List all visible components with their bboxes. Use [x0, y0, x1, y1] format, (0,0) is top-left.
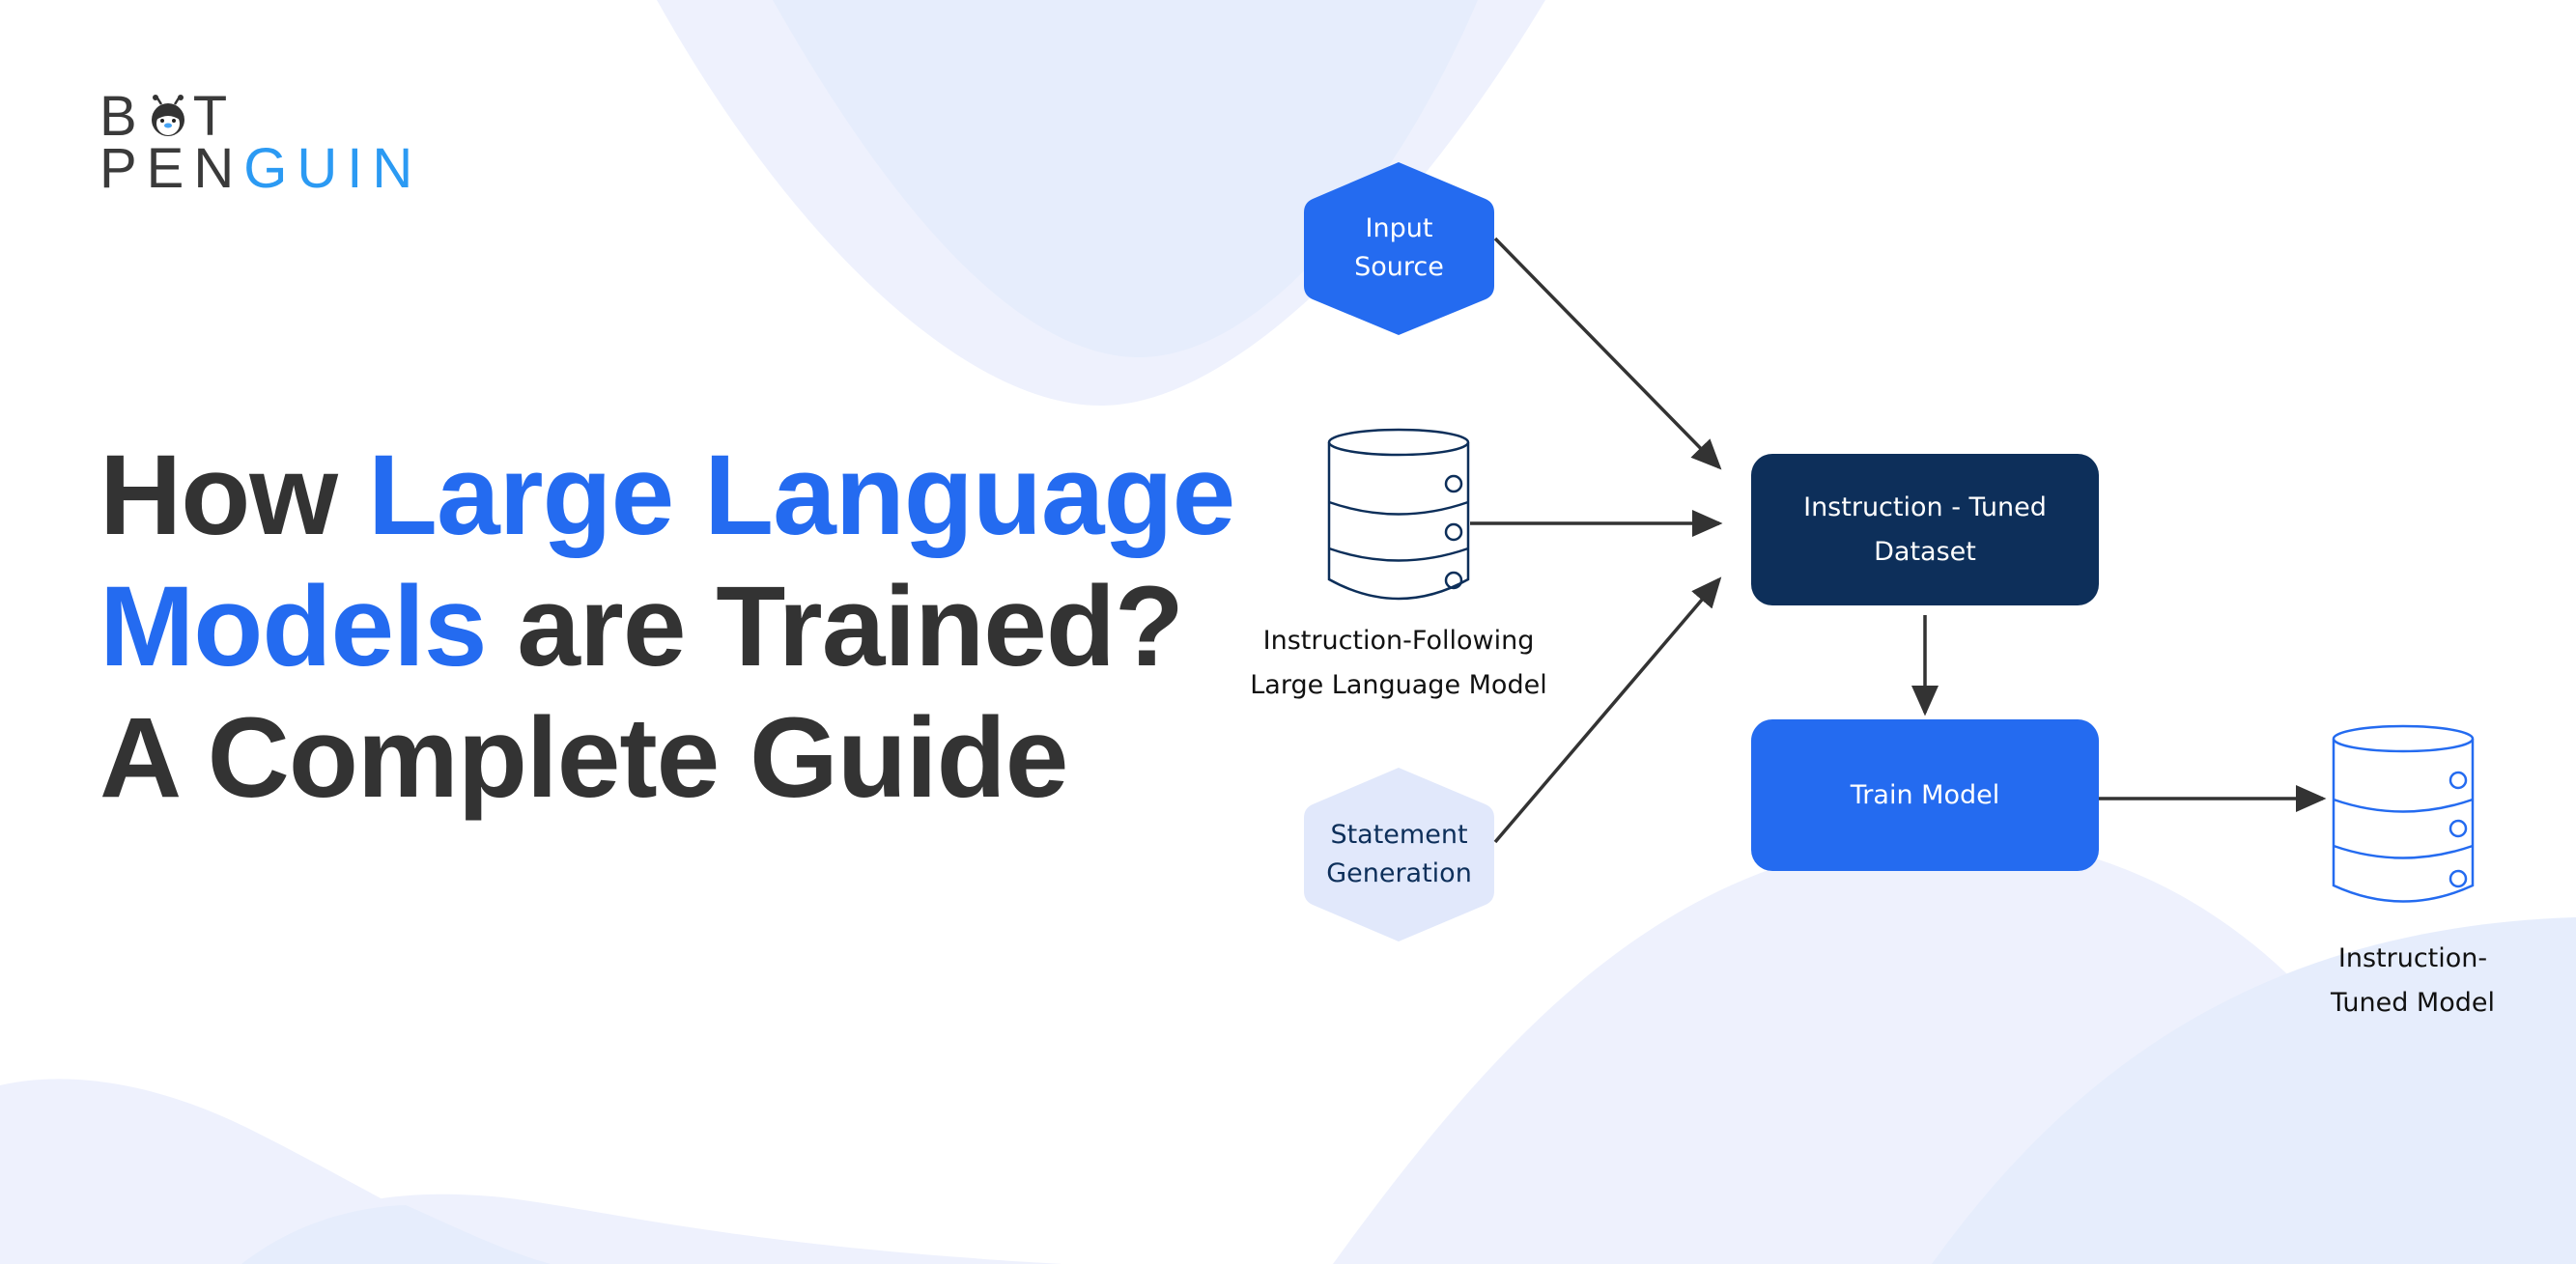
- page-title: How Large Language Models are Trained? A…: [99, 430, 1259, 824]
- input-source-line-2: Source: [1354, 252, 1444, 282]
- title-line-2: Models are Trained?: [99, 561, 1259, 692]
- tuned-model-label: Instruction- Tuned Model: [2258, 937, 2567, 1025]
- bottom-right-blob-2: [1932, 917, 2576, 1264]
- input-source-line-1: Input: [1365, 213, 1433, 243]
- input-source-label: Input Source: [1304, 210, 1494, 287]
- dataset-line-1: Instruction - Tuned: [1803, 492, 2047, 522]
- statement-line-1: Statement: [1330, 820, 1468, 850]
- train-model-label: Train Model: [1850, 779, 2000, 810]
- title-complete-guide: A Complete Guide: [99, 694, 1068, 822]
- tuned-model-line-2: Tuned Model: [2330, 988, 2495, 1018]
- logo-letter-t: T: [192, 85, 238, 148]
- penguin-head-icon: [151, 95, 184, 136]
- instruction-tuned-dataset-box: Instruction - Tuned Dataset: [1751, 454, 2099, 605]
- llm-label: Instruction-Following Large Language Mod…: [1205, 619, 1592, 708]
- logo-line-bot: B T: [99, 89, 237, 145]
- tuned-model-line-1: Instruction-: [2337, 943, 2488, 973]
- statement-generation-label: Statement Generation: [1304, 816, 1494, 893]
- logo-letter-b: B: [99, 85, 147, 148]
- title-highlight-models: Models: [99, 563, 487, 690]
- dataset-line-2: Dataset: [1874, 536, 1976, 567]
- title-highlight-large-language: Large Language: [367, 432, 1235, 559]
- top-blob-inner: [773, 0, 1478, 357]
- llm-label-line-2: Large Language Model: [1250, 670, 1547, 700]
- title-are-trained: are Trained?: [486, 563, 1184, 690]
- title-line-1: How Large Language: [99, 430, 1259, 561]
- title-how: How: [99, 432, 368, 559]
- logo-word-pen: PEN: [99, 137, 244, 200]
- logo-line-penguin: PENGUIN: [99, 141, 422, 197]
- botpenguin-logo: B T PENGUIN: [99, 85, 412, 197]
- bottom-left-blob-3: [241, 1205, 551, 1264]
- statement-line-2: Generation: [1326, 858, 1472, 888]
- logo-word-guin: GUIN: [243, 137, 423, 200]
- train-model-box: Train Model: [1751, 719, 2099, 871]
- llm-label-line-1: Instruction-Following: [1262, 626, 1535, 656]
- title-line-3: A Complete Guide: [99, 692, 1259, 824]
